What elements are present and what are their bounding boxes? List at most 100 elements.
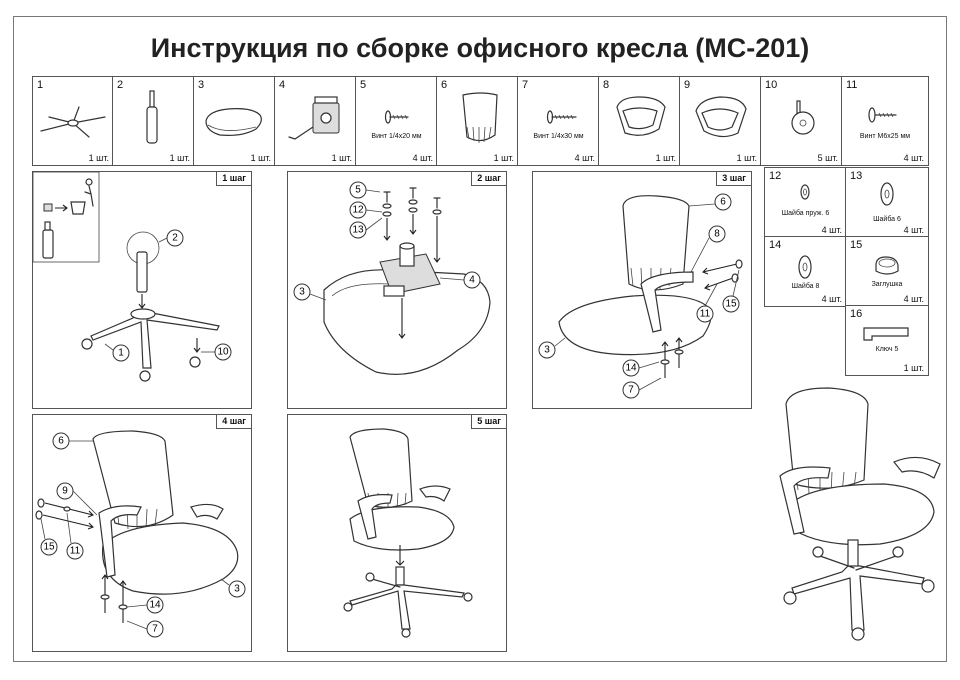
part-number: 16 (850, 308, 863, 320)
svg-text:9: 9 (62, 486, 68, 497)
right-armrest-icon (695, 96, 747, 138)
part-number: 1 (37, 79, 44, 91)
svg-text:2: 2 (172, 233, 178, 244)
callout-1: 1 (104, 343, 130, 362)
step-label: 2 шаг (471, 172, 506, 186)
left-armrest-icon (616, 96, 666, 136)
svg-text:3: 3 (299, 287, 305, 298)
callout-3: 3 (220, 578, 246, 598)
part-cell-1: 1 1 шт. (32, 76, 114, 166)
part-qty: 1 шт. (655, 153, 676, 163)
part-qty: 4 шт. (821, 225, 842, 235)
screw-column-2 (408, 187, 418, 235)
svg-text:10: 10 (217, 347, 229, 358)
callout-4: 4 (439, 271, 481, 289)
part-number: 3 (198, 79, 205, 91)
screw-icon (384, 110, 409, 124)
step-2-illustration: 5 12 13 3 4 (293, 181, 491, 375)
part-number: 8 (603, 79, 610, 91)
part-qty: 1 шт. (88, 153, 109, 163)
callout-3: 3 (293, 283, 327, 301)
part-description: Винт 1/4х30 мм (533, 133, 584, 140)
part-number: 11 (846, 79, 858, 91)
svg-text:14: 14 (149, 600, 161, 611)
callout-11: 11 (696, 283, 718, 323)
callout-7: 7 (126, 620, 164, 638)
svg-text:7: 7 (152, 624, 158, 635)
part-number: 14 (769, 239, 782, 251)
part-number: 4 (279, 79, 286, 91)
callout-2: 2 (158, 229, 184, 247)
step-3-panel: 3 шаг 6 8 11 15 3 14 7 (532, 171, 752, 409)
bolt-icon (868, 107, 897, 123)
part-number: 15 (850, 239, 863, 251)
part-cell-4: 4 1 шт. (274, 76, 357, 166)
part-cell-11: 11 Винт M6х25 мм 4 шт. (841, 76, 929, 166)
part-cell-14: 14 Шайба 8 4 шт. (764, 236, 847, 307)
part-qty: 1 шт. (169, 153, 190, 163)
step-label: 3 шаг (716, 172, 751, 186)
svg-text:4: 4 (469, 275, 475, 286)
callout-6: 6 (688, 193, 732, 211)
callout-15: 15 (722, 269, 740, 313)
part-qty: 4 шт. (903, 153, 924, 163)
end-cap-icon (875, 256, 899, 275)
part-cell-5: 5 Винт 1/4х20 мм 4 шт. (355, 76, 438, 166)
part-qty: 4 шт. (903, 294, 924, 304)
part-cell-15: 15 Заглушка 4 шт. (845, 236, 929, 307)
part-cell-2: 2 1 шт. (112, 76, 195, 166)
part-description: Винт M6х25 мм (859, 133, 911, 140)
callout-11: 11 (66, 512, 84, 560)
part-number: 2 (117, 79, 124, 91)
assembled-chair-illustration (779, 387, 941, 641)
part-qty: 1 шт. (493, 153, 514, 163)
part-cell-16: 16 Ключ 5 1 шт. (845, 305, 929, 376)
part-number: 6 (441, 79, 448, 91)
caster-wheel-icon (791, 100, 815, 135)
part-description: Шайба 8 (791, 283, 820, 290)
step-label: 1 шаг (216, 172, 251, 186)
part-number: 12 (769, 170, 782, 182)
callout-14: 14 (126, 596, 164, 614)
callout-5: 5 (349, 181, 381, 199)
callout-13: 13 (349, 217, 383, 239)
part-qty: 1 шт. (250, 153, 271, 163)
part-qty: 1 шт. (903, 363, 924, 373)
svg-text:3: 3 (544, 345, 550, 356)
part-cell-3: 3 1 шт. (193, 76, 276, 166)
part-qty: 4 шт. (412, 153, 433, 163)
svg-text:13: 13 (352, 225, 364, 236)
part-qty: 1 шт. (736, 153, 757, 163)
screw-icon (546, 110, 577, 124)
spring-washer-icon (800, 184, 810, 200)
part-number: 13 (850, 170, 863, 182)
part-qty: 4 шт. (821, 294, 842, 304)
svg-text:1: 1 (118, 348, 124, 359)
svg-text:8: 8 (714, 229, 720, 240)
svg-text:11: 11 (70, 546, 81, 557)
callout-15: 15 (40, 518, 58, 556)
svg-text:6: 6 (58, 436, 64, 447)
part-description: Винт 1/4х20 мм (371, 133, 422, 140)
gas-lift-icon (146, 90, 158, 144)
step-1-panel: 1 шаг 2 1 10 (32, 171, 252, 409)
part-cell-10: 10 5 шт. (760, 76, 843, 166)
callout-7: 7 (622, 377, 662, 399)
seat-cushion-icon (205, 108, 262, 136)
part-cell-12: 12 Шайба пруж. 6 4 шт. (764, 167, 847, 238)
five-star-base-icon (40, 106, 106, 138)
svg-text:15: 15 (725, 299, 737, 310)
part-cell-7: 7 Винт 1/4х30 мм 4 шт. (517, 76, 600, 166)
step-label: 4 шаг (216, 415, 251, 429)
page-frame (13, 16, 947, 662)
part-description: Ключ 5 (875, 346, 899, 353)
svg-text:3: 3 (234, 584, 240, 595)
step-3-illustration: 6 8 11 15 3 14 7 (538, 193, 743, 399)
svg-text:12: 12 (352, 205, 364, 216)
part-number: 7 (522, 79, 529, 91)
part-number: 10 (765, 79, 778, 91)
part-description: Заглушка (871, 281, 903, 288)
svg-text:7: 7 (628, 385, 634, 396)
callout-12: 12 (349, 201, 383, 219)
part-cell-6: 6 1 шт. (436, 76, 519, 166)
